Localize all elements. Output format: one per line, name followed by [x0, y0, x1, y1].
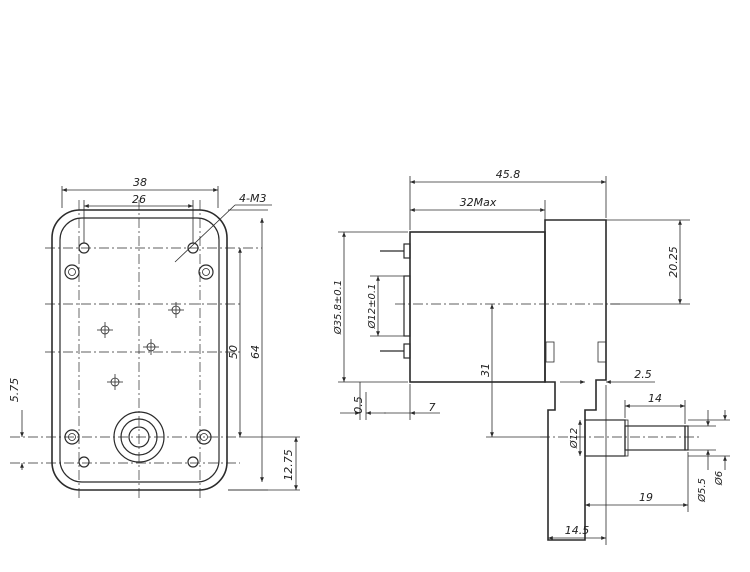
dim-5-75: 5.75 [8, 378, 21, 403]
shaft-tip [624, 425, 686, 451]
dim-26: 26 [132, 193, 146, 206]
side-view: 45.8 32Max 20.25 Ø35.8±0.1 Ø12±0.1 31 0.… [332, 168, 730, 545]
hole-top-right [198, 264, 214, 280]
dim-20-25: 20.25 [667, 246, 680, 278]
gearbox-body [544, 219, 607, 541]
dim-dia-35-8: Ø35.8±0.1 [332, 280, 344, 335]
hole-top-left [64, 264, 80, 280]
dim-4m3: 4-M3 [239, 192, 266, 205]
dim-32max: 32Max [460, 196, 497, 209]
dim-dia-12-boss: Ø12 [568, 428, 580, 450]
dim-7: 7 [429, 401, 436, 414]
dim-14: 14 [648, 392, 662, 405]
terminal-top [403, 243, 411, 259]
output-shaft [128, 426, 150, 448]
dim-dia-6: Ø6 [713, 471, 725, 486]
front-view: 38 26 4-M3 50 64 5.75 12.75 [8, 176, 300, 500]
terminal-bottom [403, 343, 411, 359]
dim-dia-12: Ø12±0.1 [366, 284, 378, 330]
hole-bottom-right [196, 429, 212, 445]
marker-1 [97, 322, 113, 338]
marker-2 [168, 302, 184, 318]
dim-0-5: 0.5 [352, 396, 365, 414]
marker-3 [143, 339, 159, 355]
marker-4 [107, 374, 123, 390]
gearbox-outer-outline [51, 209, 228, 491]
motor-end-cap [403, 275, 411, 337]
dim-dia-5-5: Ø5.5 [696, 478, 708, 503]
output-shaft-side [584, 419, 626, 457]
output-boss-outer [113, 411, 165, 463]
dim-45-8: 45.8 [496, 168, 521, 181]
dim-2-5: 2.5 [634, 368, 652, 381]
dim-64: 64 [249, 345, 262, 359]
dim-19: 19 [639, 491, 653, 504]
output-boss-mid [120, 418, 158, 456]
m3-hole-4 [187, 456, 199, 468]
dim-50: 50 [227, 345, 240, 359]
dim-31: 31 [479, 363, 492, 377]
dim-12-75: 12.75 [282, 449, 295, 481]
m3-hole-3 [78, 456, 90, 468]
dim-38: 38 [133, 176, 147, 189]
gearbox-inner-outline [59, 217, 220, 483]
dim-14-5: 14.5 [565, 524, 590, 537]
hole-bottom-left [64, 429, 80, 445]
motor-body [409, 231, 546, 383]
